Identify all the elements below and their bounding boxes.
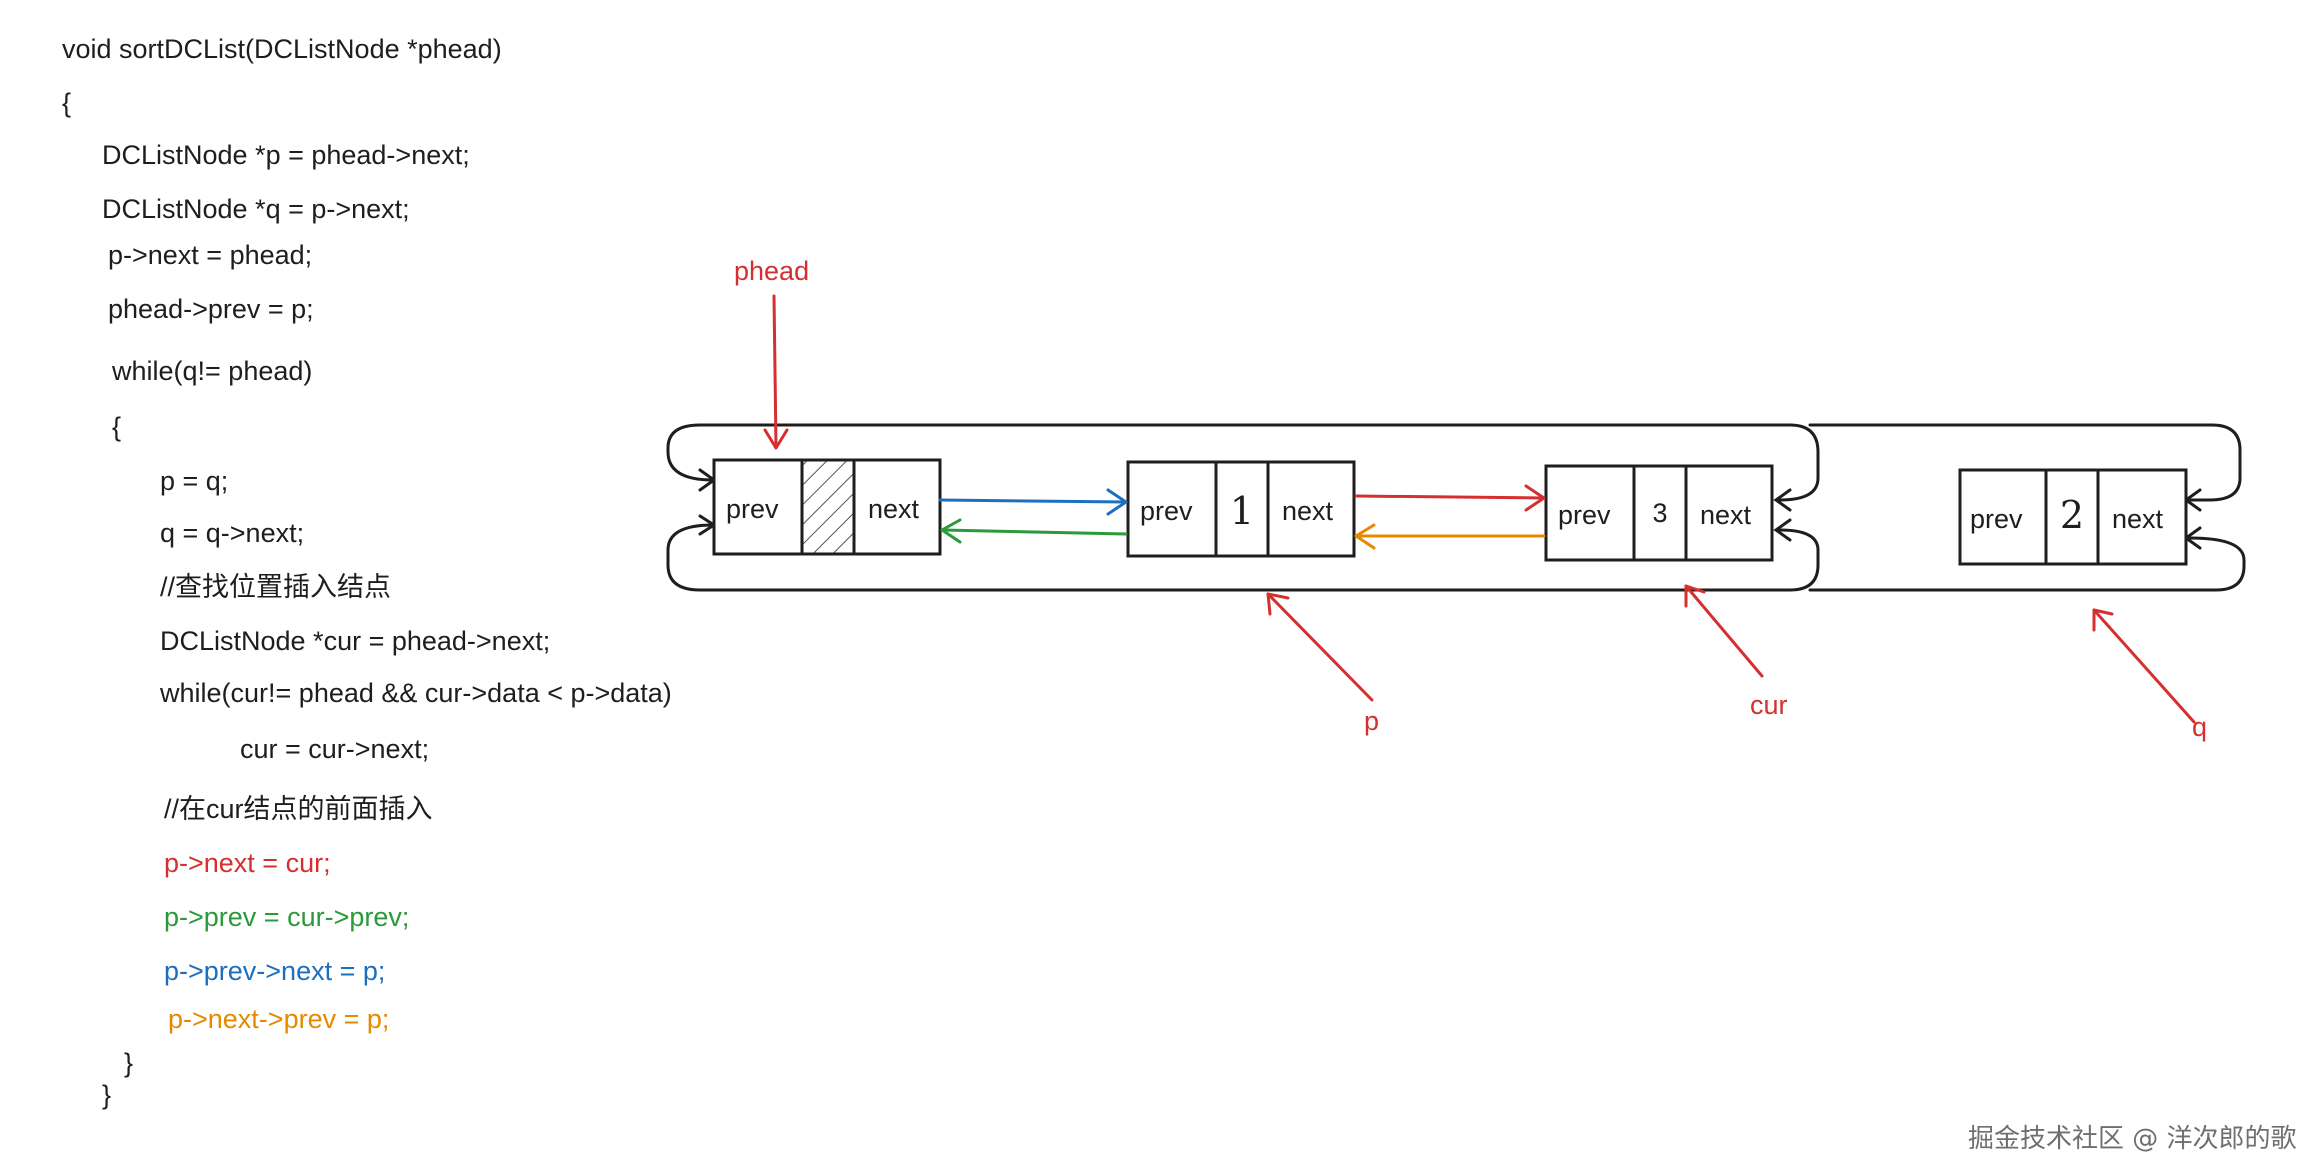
head-node: prev next	[712, 458, 942, 556]
next-label: next	[1282, 496, 1334, 526]
green-arrowhead-icon	[940, 518, 962, 544]
code-line: p->prev = cur->prev;	[164, 902, 410, 932]
p-pointer-line	[1266, 592, 1374, 702]
node-1: prev 1 next	[1126, 460, 1356, 558]
phead-label: phead	[734, 256, 809, 286]
p-label: p	[1364, 706, 1379, 736]
code-line: DCListNode *q = p->next;	[102, 194, 410, 224]
code-line: DCListNode *cur = phead->next;	[160, 626, 551, 656]
pointer-labels: phead p cur q	[734, 256, 2207, 742]
q-label: q	[2192, 712, 2207, 742]
head-data-cell	[800, 458, 856, 556]
cur-arrowhead-icon	[1684, 584, 1706, 608]
node-2: prev 2 next	[1958, 468, 2188, 566]
green-link-line	[940, 528, 1128, 536]
code-line: p->next->prev = p;	[168, 1004, 390, 1034]
top-loop-line	[666, 423, 1820, 502]
code-line: }	[102, 1080, 112, 1110]
data-value: 3	[1652, 498, 1667, 528]
prev-label: prev	[726, 494, 779, 524]
circular-link-lines	[666, 423, 2246, 592]
code-line: void sortDCList(DCListNode *phead)	[62, 34, 502, 64]
data-value: 1	[1230, 489, 1254, 533]
code-line: while(q!= phead)	[112, 356, 313, 386]
bottom-loop-line	[666, 523, 1820, 592]
code-line: phead->prev = p;	[108, 294, 314, 324]
code-line: cur = cur->next;	[240, 734, 430, 764]
cur-label: cur	[1750, 690, 1788, 720]
arrowhead-icon	[1773, 518, 1792, 542]
code-line: p->next = cur;	[164, 848, 331, 878]
phead-pointer-line	[772, 294, 778, 448]
code-line: p->next = phead;	[108, 240, 313, 270]
q-arrowhead-icon	[2092, 608, 2114, 632]
arrowhead-icon	[1773, 488, 1792, 512]
code-line: DCListNode *p = phead->next;	[102, 140, 470, 170]
code-line: //在cur结点的前面插入	[164, 794, 433, 824]
q-pointer-line	[2092, 608, 2196, 724]
q-top-loop-line	[1808, 423, 2242, 502]
code-line: q = q->next;	[160, 518, 305, 548]
code-line: {	[112, 412, 122, 442]
watermark: 掘金技术社区 @ 洋次郎的歌	[1968, 1124, 2297, 1154]
blue-arrowhead-icon	[1106, 488, 1128, 516]
prev-label: prev	[1558, 500, 1611, 530]
next-label: next	[1700, 500, 1752, 530]
prev-label: prev	[1140, 496, 1193, 526]
cur-pointer-line	[1684, 584, 1764, 678]
code-line: {	[62, 88, 72, 118]
orange-arrowhead-icon	[1354, 523, 1376, 550]
p-arrowhead-icon	[1266, 592, 1290, 616]
code-line: p->prev->next = p;	[164, 956, 386, 986]
pointer-arrows	[763, 294, 2196, 724]
next-label: next	[868, 494, 920, 524]
next-label: next	[2112, 504, 2164, 534]
colored-links	[938, 484, 1546, 550]
data-value: 2	[2060, 493, 2084, 537]
code-line: while(cur!= phead && cur->data < p->data…	[160, 678, 672, 708]
code-line: //查找位置插入结点	[160, 572, 392, 602]
q-bottom-loop-line	[1808, 536, 2246, 592]
red-link-line	[1354, 494, 1546, 500]
red-arrowhead-icon	[1524, 484, 1546, 512]
node-3: prev 3 next	[1544, 464, 1774, 562]
phead-arrowhead-icon	[763, 428, 789, 450]
code-line: p = q;	[160, 466, 229, 496]
blue-link-line	[938, 498, 1128, 504]
code-line: }	[124, 1048, 134, 1078]
prev-label: prev	[1970, 504, 2023, 534]
